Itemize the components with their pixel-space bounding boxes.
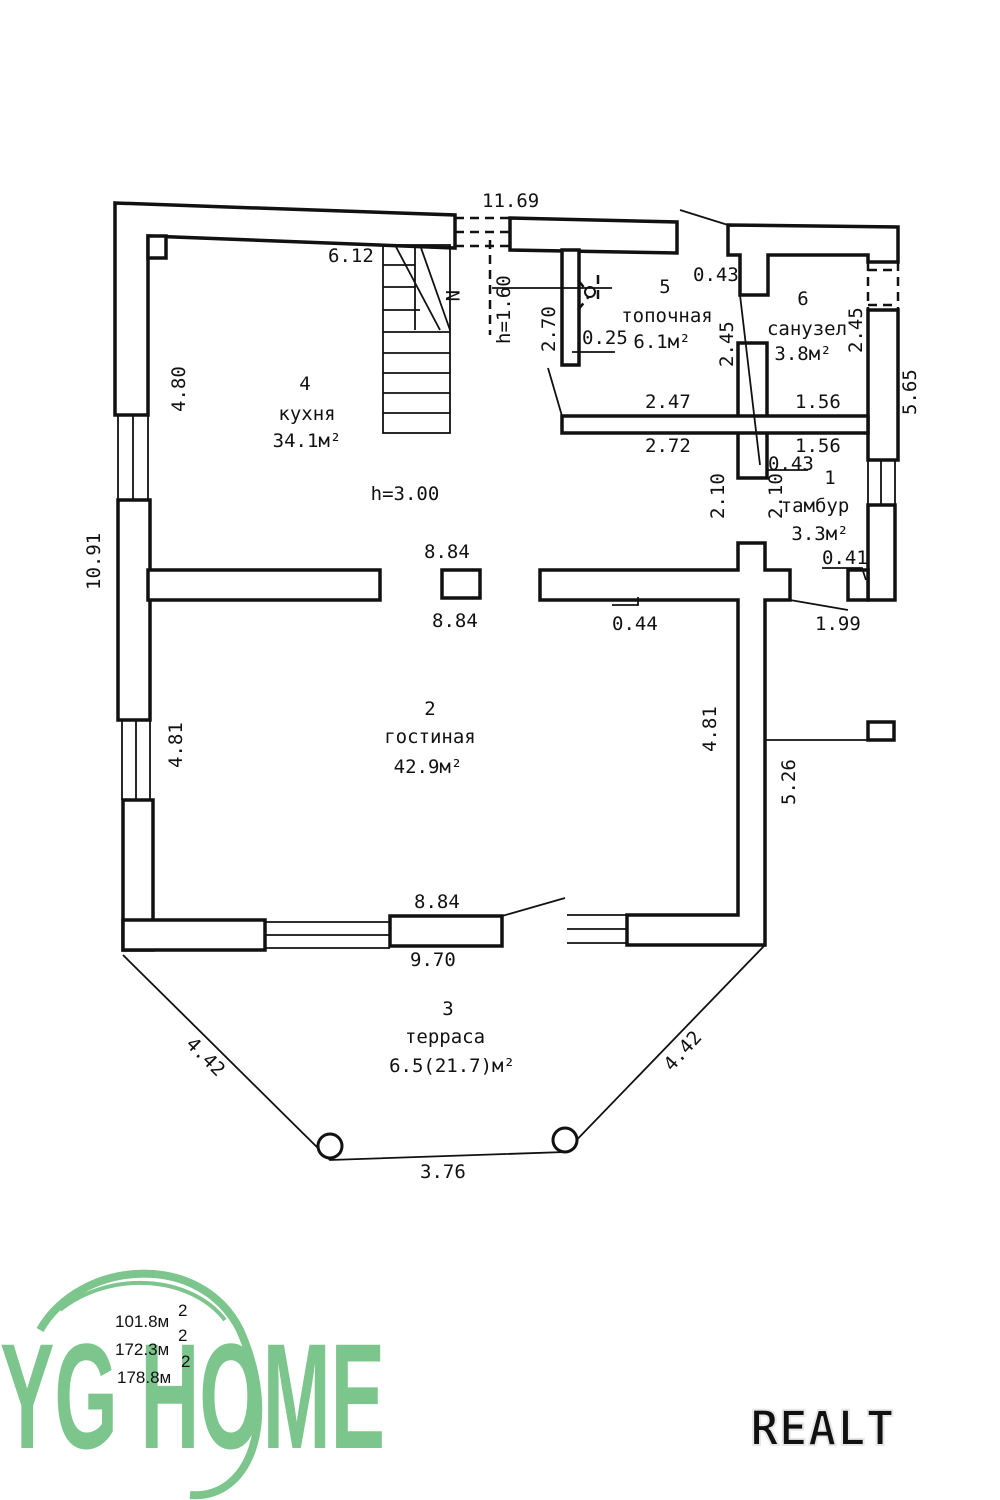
svg-text:8.84: 8.84: [414, 891, 460, 913]
svg-text:6.1м²: 6.1м²: [633, 331, 690, 353]
svg-text:3.3м²: 3.3м²: [791, 523, 848, 545]
svg-text:тамбур: тамбур: [781, 495, 850, 517]
walls: [113, 201, 900, 952]
staircase: N: [382, 244, 463, 434]
svg-text:2: 2: [181, 1352, 190, 1371]
svg-text:1.56: 1.56: [795, 391, 841, 413]
svg-text:5.65: 5.65: [899, 369, 921, 415]
svg-text:5: 5: [659, 276, 670, 298]
svg-text:8.84: 8.84: [424, 541, 470, 563]
svg-text:3.76: 3.76: [420, 1161, 466, 1183]
svg-text:6.5(21.7)м²: 6.5(21.7)м²: [389, 1055, 515, 1077]
svg-text:2.45: 2.45: [716, 321, 738, 367]
svg-text:6: 6: [797, 288, 808, 310]
svg-text:4.81: 4.81: [699, 706, 721, 752]
svg-text:0.43: 0.43: [693, 264, 739, 286]
svg-text:4.42: 4.42: [659, 1027, 706, 1076]
svg-text:4.81: 4.81: [165, 722, 187, 768]
svg-text:1.99: 1.99: [815, 613, 861, 635]
yg-home-logo: YG HOME: [0, 1269, 385, 1500]
svg-text:2.72: 2.72: [645, 435, 691, 457]
svg-text:h=3.00: h=3.00: [371, 483, 440, 505]
svg-text:0.25: 0.25: [582, 327, 628, 349]
svg-text:34.1м²: 34.1м²: [273, 430, 342, 452]
svg-text:4.42: 4.42: [181, 1033, 229, 1081]
room-labels: 1 тамбур 3.3м² 2 гостиная 42.9м² 3 терра…: [273, 275, 850, 1077]
svg-text:YG HOME: YG HOME: [0, 1312, 385, 1480]
svg-text:N: N: [441, 290, 463, 301]
svg-text:0.43: 0.43: [768, 453, 814, 475]
svg-text:санузел: санузел: [767, 318, 847, 340]
area-totals: 101.8м 2 172.3м 2 178.8м 2: [115, 1301, 190, 1387]
svg-text:101.8м: 101.8м: [115, 1312, 169, 1331]
svg-text:11.69: 11.69: [482, 190, 539, 212]
svg-text:кухня: кухня: [278, 403, 335, 425]
windows-doors: [117, 209, 900, 1161]
svg-text:гостиная: гостиная: [384, 726, 476, 748]
svg-text:6.12: 6.12: [328, 245, 374, 267]
svg-text:0.44: 0.44: [612, 613, 658, 635]
svg-text:2: 2: [178, 1301, 187, 1320]
svg-text:42.9м²: 42.9м²: [394, 756, 463, 778]
svg-text:топочная: топочная: [621, 305, 713, 327]
svg-text:5.26: 5.26: [778, 759, 800, 805]
svg-text:3: 3: [442, 998, 453, 1020]
svg-text:178.8м: 178.8м: [117, 1368, 171, 1387]
svg-text:0.41: 0.41: [822, 547, 868, 569]
svg-text:4: 4: [299, 373, 310, 395]
svg-text:2.10: 2.10: [707, 473, 729, 519]
svg-text:2.10: 2.10: [765, 473, 787, 519]
svg-text:172.3м: 172.3м: [115, 1340, 169, 1359]
svg-text:1.56: 1.56: [795, 435, 841, 457]
svg-text:1: 1: [824, 467, 835, 489]
svg-text:4.80: 4.80: [168, 366, 190, 412]
svg-text:терраса: терраса: [405, 1026, 485, 1048]
svg-text:2: 2: [178, 1326, 187, 1345]
svg-text:10.91: 10.91: [83, 533, 105, 590]
svg-text:2: 2: [424, 698, 435, 720]
svg-text:2.70: 2.70: [538, 306, 560, 352]
svg-text:3.8м²: 3.8м²: [774, 343, 831, 365]
svg-text:h=1.60: h=1.60: [493, 275, 515, 344]
svg-text:2.47: 2.47: [645, 391, 691, 413]
realt-watermark: REALT: [750, 1401, 895, 1457]
svg-text:2.45: 2.45: [845, 307, 867, 353]
svg-text:9.70: 9.70: [410, 949, 456, 971]
svg-text:8.84: 8.84: [432, 610, 478, 632]
